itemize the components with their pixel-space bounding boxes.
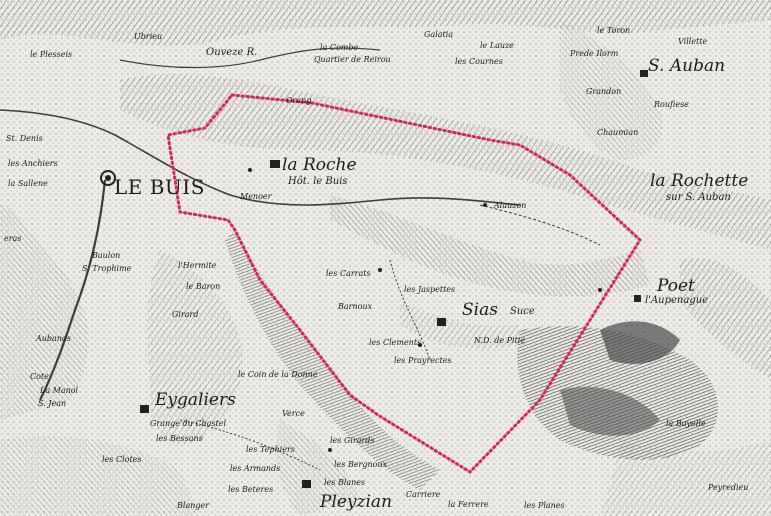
label-orang: Orang	[286, 96, 312, 105]
label-chaumian: Chaumian	[597, 128, 639, 137]
label-la-bayelle: la Bayelle	[666, 419, 706, 428]
label-verce: Verce	[282, 409, 305, 418]
label-lhermite: l'Hermite	[178, 261, 217, 270]
place-sias[interactable]: Sias	[462, 300, 498, 320]
label-les-beteres: les Beteres	[228, 485, 274, 494]
label-les-jaspettes: les Jaspettes	[404, 285, 456, 294]
label-les-planes: les Planes	[524, 501, 565, 510]
label-barnoux: Barnoux	[338, 302, 373, 311]
place-st-auban[interactable]: S. Auban	[648, 56, 726, 76]
label-les-anchiers: les Anchiers	[8, 159, 58, 168]
label-le-plesseis: le Plesseis	[30, 50, 73, 59]
place-sias-sub: Suce	[510, 306, 535, 317]
settlement-symbols	[100, 70, 648, 488]
label-le-lauze: le Lauze	[480, 41, 515, 50]
label-menoer: Menoer	[240, 192, 272, 201]
label-st-jean: S. Jean	[38, 399, 67, 408]
label-girard: Girard	[172, 310, 199, 319]
label-les-bessans: les Bessans	[156, 434, 203, 443]
label-quartier-reirou: Quartier de Reirou	[314, 55, 391, 64]
label-eras: eras	[4, 234, 22, 243]
place-poet[interactable]: Poet	[657, 276, 695, 296]
place-la-roche-sub: Hôt. le Buis	[288, 176, 348, 187]
label-baulon: Baulon	[92, 251, 121, 260]
label-les-blanes: les Blanes	[324, 478, 366, 487]
label-les-tephiers: les Tephiers	[246, 445, 295, 454]
label-les-prayrectes: les Prayrectes	[394, 356, 452, 365]
label-les-carrats: les Carrats	[326, 269, 371, 278]
place-la-rochette-sub: sur S. Auban	[666, 192, 731, 203]
boundary-line	[166, 93, 642, 474]
label-les-clotes: les Clotes	[102, 455, 142, 464]
place-la-rochette[interactable]: la Rochette	[650, 171, 749, 191]
label-peyredieu: Peyredieu	[708, 483, 749, 492]
place-poet-sub: l'Aupenague	[645, 295, 709, 306]
label-galatia: Galatia	[424, 30, 454, 39]
label-la-ferrere: la Ferrere	[448, 500, 489, 509]
place-eygaliers[interactable]: Eygaliers	[155, 390, 236, 410]
label-ouveze-river: Ouveze R.	[206, 47, 258, 58]
label-coin-de-la-donne: le Coin de la Donne	[238, 370, 318, 379]
label-la-sallene: la Sallene	[8, 179, 48, 188]
label-les-bergnoux: les Bergnoux	[334, 460, 388, 469]
label-villette: Villette	[678, 37, 708, 46]
label-les-armands: les Armands	[230, 464, 281, 473]
label-st-trophime: S. Trophime	[82, 264, 132, 273]
label-ubrieu: Ubrieu	[134, 32, 163, 41]
place-le-buis[interactable]: LE BUIS	[114, 175, 205, 199]
label-alauzon: Alauzon	[494, 201, 527, 210]
label-carriere: Carriere	[406, 490, 441, 499]
label-les-girards: les Girards	[330, 436, 375, 445]
label-prede-ilorm: Prede Ilorm	[570, 49, 619, 58]
label-les-cournes: les Cournes	[455, 57, 503, 66]
label-les-clements: les Clements	[369, 338, 422, 347]
label-st-denis: St. Denis	[6, 134, 43, 143]
label-grandon: Grandon	[586, 87, 622, 96]
label-le-toron: le Toron	[597, 26, 631, 35]
label-nd-de-pitie: N.D. de Pitie	[474, 336, 526, 345]
label-grange-du-chastel: Grange du Chastel	[150, 419, 227, 428]
river-ouveze	[0, 47, 601, 471]
place-la-roche[interactable]: la Roche	[282, 155, 357, 175]
label-la-combe: la Combe	[320, 43, 359, 52]
label-roufiese: Roufiese	[654, 100, 689, 109]
label-la-manol: La Manol	[40, 386, 79, 395]
place-pleyzian[interactable]: Pleyzian	[320, 492, 393, 512]
label-le-baron: le Baron	[186, 282, 221, 291]
label-blanger: Blanger	[177, 501, 210, 510]
label-aubanas: Aubanas	[36, 334, 71, 343]
label-cote: Cote	[30, 372, 49, 381]
